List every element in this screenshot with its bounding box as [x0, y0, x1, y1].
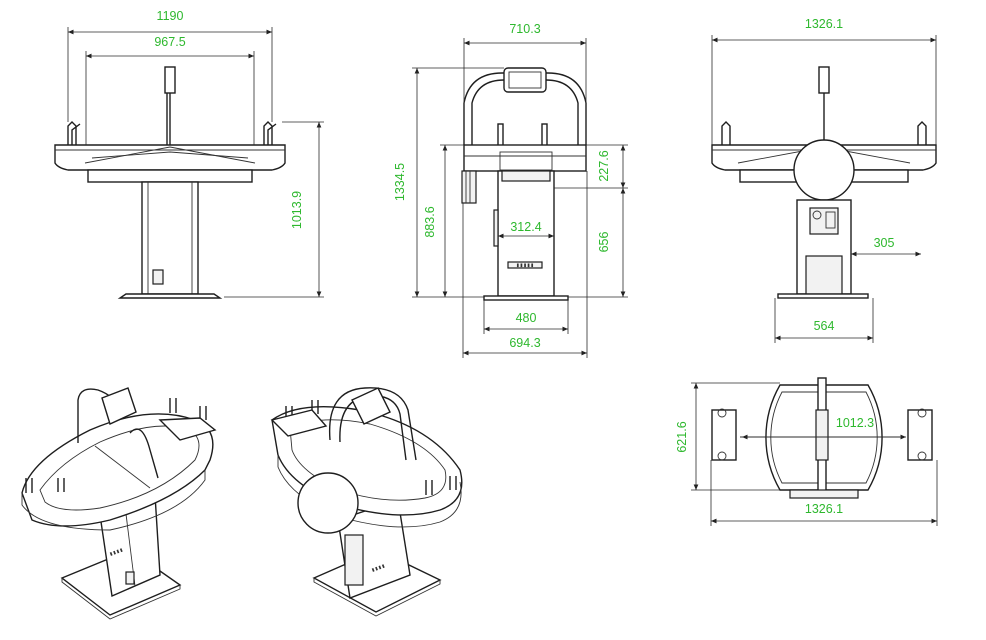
- front-inner-width: 967.5: [154, 35, 185, 49]
- rear-base-width: 564: [814, 319, 835, 333]
- rear-view: 1326.1 305 564: [711, 17, 937, 343]
- side-view: ▮▮▮▮▮ 710.3 1334.5 883.6 227.6 656 312.4…: [393, 22, 628, 358]
- iso1-logo: ▮▮▮▮: [108, 546, 124, 558]
- front-height: 1013.9: [290, 191, 304, 229]
- side-body-height: 883.6: [423, 206, 437, 237]
- rear-panel-offset: 305: [874, 236, 895, 250]
- side-total-height: 1334.5: [393, 163, 407, 201]
- rear-overall-width: 1326.1: [805, 17, 843, 31]
- iso2-logo: ▮▮▮▮: [370, 562, 386, 574]
- front-view: 1190 967.5 1013.9: [54, 9, 324, 299]
- side-overall-depth: 694.3: [509, 336, 540, 350]
- side-logo-text: ▮▮▮▮▮: [516, 262, 534, 269]
- isometric-view-rear: ▮▮▮▮: [270, 387, 463, 617]
- side-top-width: 710.3: [509, 22, 540, 36]
- side-pedestal-width: 312.4: [510, 220, 541, 234]
- top-overall-length: 1326.1: [805, 502, 843, 516]
- front-overall-width: 1190: [157, 9, 184, 23]
- top-depth: 621.6: [675, 421, 689, 452]
- isometric-view-front: ▮▮▮▮: [21, 387, 217, 620]
- side-upper-height: 227.6: [597, 150, 611, 181]
- top-inner-length: 1012.3: [836, 416, 874, 430]
- top-view: 621.6 1012.3 1326.1: [675, 377, 938, 526]
- side-pedestal-height: 656: [597, 232, 611, 253]
- side-base-width: 480: [516, 311, 537, 325]
